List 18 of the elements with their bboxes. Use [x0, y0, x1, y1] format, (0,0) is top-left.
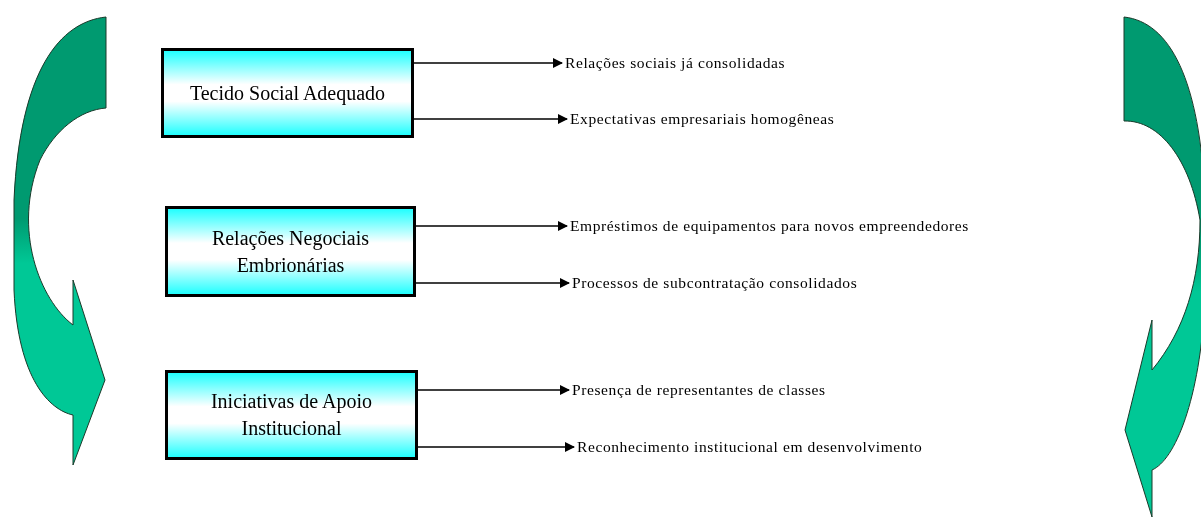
- arrow: [415, 278, 570, 288]
- box-label: Iniciativas de Apoio Institucional: [209, 389, 374, 441]
- outcome-text: Expectativas empresariais homogêneas: [570, 109, 835, 129]
- outcome-text: Presença de representantes de classes: [572, 380, 826, 400]
- arrow: [415, 221, 568, 231]
- box-label: Tecido Social Adequado: [189, 80, 386, 107]
- arrow: [417, 385, 570, 395]
- process-box: [165, 370, 418, 460]
- process-box: [165, 206, 416, 297]
- process-box: [161, 48, 414, 138]
- box-label: Relações Negociais Embrionárias: [210, 225, 371, 278]
- outcome-text: Relações sociais já consolidadas: [565, 53, 786, 73]
- outcome-text: Processos de subcontratação consolidados: [572, 273, 858, 293]
- arrow: [417, 442, 575, 452]
- arrow: [413, 58, 563, 68]
- outcome-text: Reconhecimento institucional em desenvolvimento: [577, 437, 923, 457]
- outcome-text: Empréstimos de equipamentos para novos empreendedores: [570, 216, 969, 236]
- arrow: [413, 114, 568, 124]
